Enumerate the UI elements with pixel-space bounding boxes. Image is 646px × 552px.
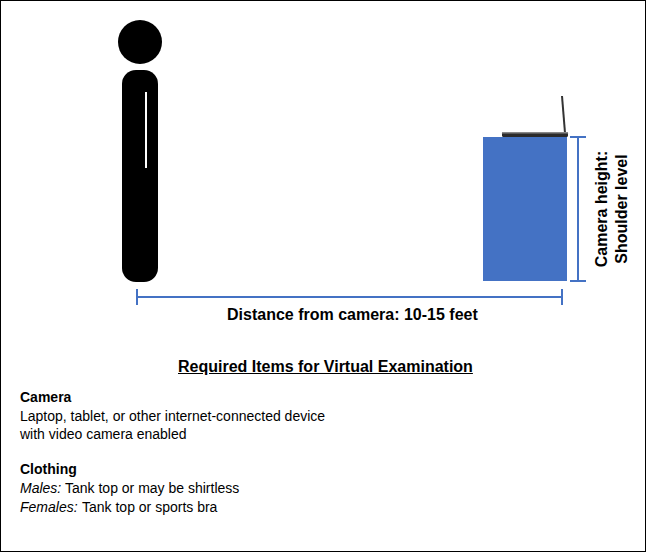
item-text: Tank top or sports bra bbox=[82, 499, 217, 517]
item-subheading: Males: bbox=[20, 480, 61, 498]
item-text: Tank top or may be shirtless bbox=[65, 480, 239, 498]
dimension-label: Distance from camera: 10-15 feet bbox=[227, 305, 478, 325]
camera-stand bbox=[483, 137, 567, 281]
item-heading: Clothing bbox=[20, 461, 77, 479]
height-dimension bbox=[570, 137, 586, 281]
dimension-label: Camera height: Shoulder level bbox=[592, 147, 632, 271]
section-heading: Required Items for Virtual Examination bbox=[178, 357, 473, 377]
person-figure bbox=[118, 20, 162, 282]
item-text: Laptop, tablet, or other internet-connec… bbox=[20, 408, 350, 443]
laptop-symbol bbox=[502, 96, 568, 137]
item-subheading: Females: bbox=[20, 499, 78, 517]
item-heading: Camera bbox=[20, 389, 71, 407]
distance-dimension bbox=[137, 289, 562, 305]
